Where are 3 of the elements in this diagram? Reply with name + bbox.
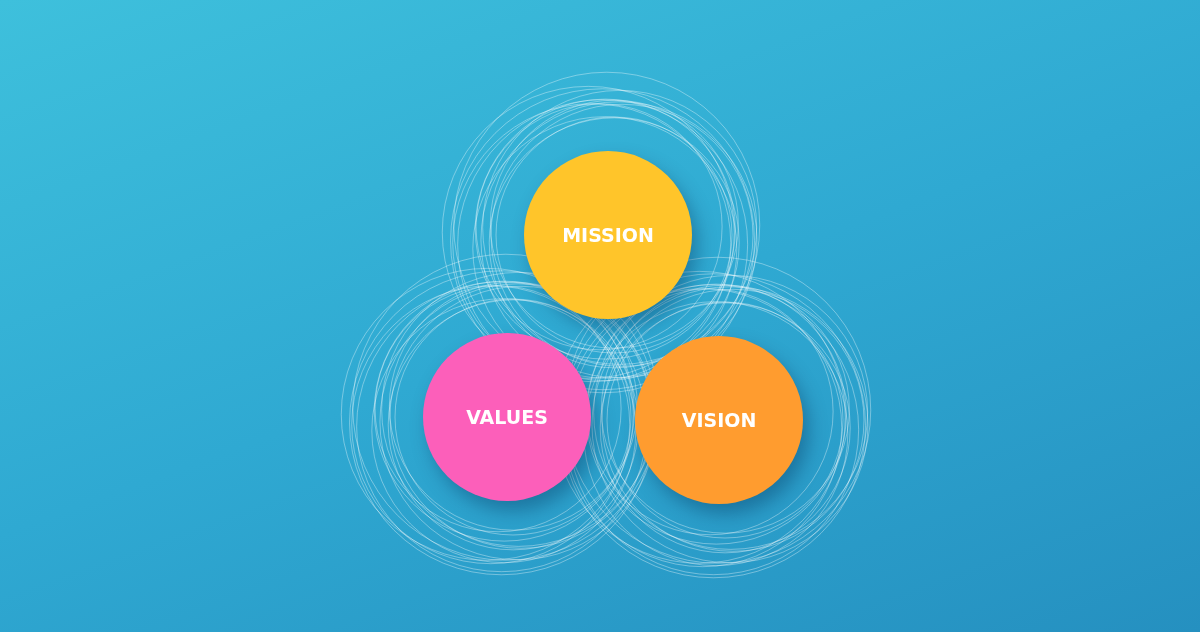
node-label: VISION — [681, 409, 757, 431]
node-label: MISSION — [562, 224, 654, 246]
node-label: VALUES — [466, 406, 548, 428]
